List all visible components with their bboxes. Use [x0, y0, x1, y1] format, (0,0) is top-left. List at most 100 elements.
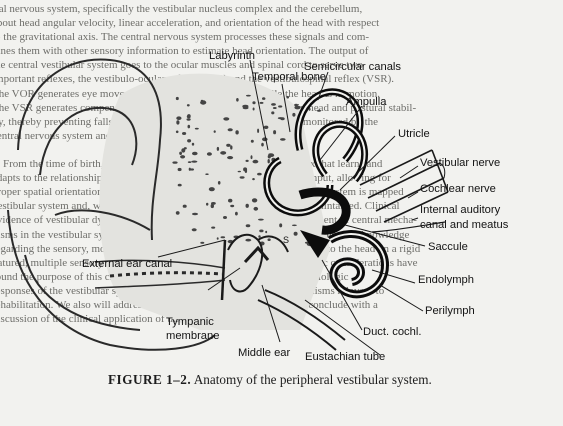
bone-speckle: [268, 238, 271, 241]
bone-speckle: [217, 237, 219, 240]
figure-number: FIGURE 1–2.: [108, 372, 191, 387]
bone-speckle: [183, 205, 187, 208]
label-s-marker: S: [283, 235, 289, 245]
label-external-ear-canal: External ear canal: [82, 258, 172, 270]
bone-speckle: [259, 230, 263, 233]
bone-speckle: [201, 100, 203, 102]
bone-speckle: [292, 225, 297, 227]
figure-caption-text: Anatomy of the peripheral vestibular sys…: [194, 372, 432, 387]
bone-speckle: [206, 203, 208, 206]
bone-speckle: [294, 232, 298, 236]
bone-speckle: [262, 97, 265, 100]
skull-shading: [99, 74, 330, 330]
bone-speckle: [235, 130, 238, 134]
bone-speckle: [180, 155, 185, 158]
bone-speckle: [279, 223, 282, 227]
bone-speckle: [271, 111, 274, 114]
bone-speckle: [211, 227, 215, 229]
bone-speckle: [268, 153, 274, 155]
bone-speckle: [178, 184, 182, 187]
bone-speckle: [176, 116, 181, 120]
bone-speckle: [187, 115, 190, 118]
bone-speckle: [235, 212, 238, 216]
bone-speckle: [257, 173, 262, 176]
bone-speckle: [228, 199, 232, 203]
bone-speckle: [264, 126, 269, 129]
label-vestibular-nerve: Vestibular nerve: [420, 157, 500, 169]
bone-speckle: [192, 152, 198, 156]
bone-speckle: [236, 98, 239, 102]
bone-speckle: [252, 101, 255, 104]
bone-speckle: [209, 187, 215, 191]
bone-speckle: [252, 178, 255, 180]
label-labyrinth: Labyrinth: [209, 50, 255, 62]
bone-speckle: [217, 147, 219, 151]
bone-speckle: [265, 231, 267, 233]
bone-speckle: [273, 107, 277, 109]
bone-speckle: [176, 97, 179, 100]
label-perilymph: Perilymph: [425, 305, 475, 317]
bone-speckle: [253, 108, 255, 111]
bone-speckle: [280, 138, 286, 141]
bone-speckle: [243, 107, 249, 110]
label-saccule: Saccule: [428, 241, 468, 253]
figure-caption: FIGURE 1–2. Anatomy of the peripheral ve…: [108, 372, 432, 388]
bone-speckle: [286, 96, 289, 99]
bone-speckle: [211, 202, 216, 205]
bone-speckle: [188, 125, 191, 129]
bone-speckle: [227, 156, 233, 159]
bone-speckle: [260, 102, 264, 104]
bone-speckle: [221, 236, 226, 238]
bone-speckle: [195, 128, 199, 130]
bone-speckle: [182, 132, 186, 135]
bone-speckle: [205, 173, 208, 175]
bone-speckle: [226, 144, 230, 147]
bone-speckle: [192, 228, 197, 231]
bone-speckle: [207, 152, 212, 156]
bone-speckle: [278, 117, 283, 119]
bone-speckle: [246, 95, 251, 97]
bone-speckle: [246, 160, 249, 162]
bone-speckle: [178, 168, 182, 171]
bone-speckle: [230, 205, 234, 207]
label-tympanic-1: Tympanic: [166, 316, 214, 328]
bone-speckle: [292, 113, 295, 117]
bone-speckle: [187, 104, 190, 106]
bone-speckle: [200, 242, 204, 244]
label-tympanic-2: membrane: [166, 330, 219, 342]
bone-speckle: [251, 140, 254, 143]
bone-speckle: [228, 128, 233, 131]
label-semicircular-canals: Semicircular canals: [304, 61, 401, 73]
bone-speckle: [223, 117, 229, 120]
bone-speckle: [254, 207, 259, 211]
bone-speckle: [220, 151, 226, 155]
bone-speckle: [252, 198, 257, 202]
bone-speckle: [191, 161, 197, 163]
bone-speckle: [176, 131, 179, 134]
bone-speckle: [246, 224, 251, 227]
bone-speckle: [246, 204, 249, 208]
label-internal-auditory-1: Internal auditory: [420, 204, 501, 216]
bone-speckle: [317, 110, 321, 112]
bone-speckle: [258, 219, 264, 221]
bone-speckle: [245, 239, 251, 242]
bone-speckle: [187, 118, 191, 120]
bone-speckle: [176, 211, 180, 215]
bone-speckle: [262, 137, 268, 141]
bone-speckle: [278, 105, 282, 107]
bone-speckle: [273, 130, 276, 134]
bone-speckle: [192, 143, 194, 146]
bone-speckle: [243, 167, 247, 171]
bone-speckle: [271, 103, 276, 106]
label-cochlear-nerve: Cochlear nerve: [420, 183, 496, 195]
bone-speckle: [258, 235, 260, 238]
bone-speckle: [240, 176, 245, 178]
bone-speckle: [251, 155, 253, 159]
bone-speckle: [214, 130, 216, 133]
bone-speckle: [172, 161, 177, 163]
bone-speckle: [176, 120, 179, 124]
bone-speckle: [223, 216, 227, 219]
label-endolymph: Endolymph: [418, 274, 474, 286]
